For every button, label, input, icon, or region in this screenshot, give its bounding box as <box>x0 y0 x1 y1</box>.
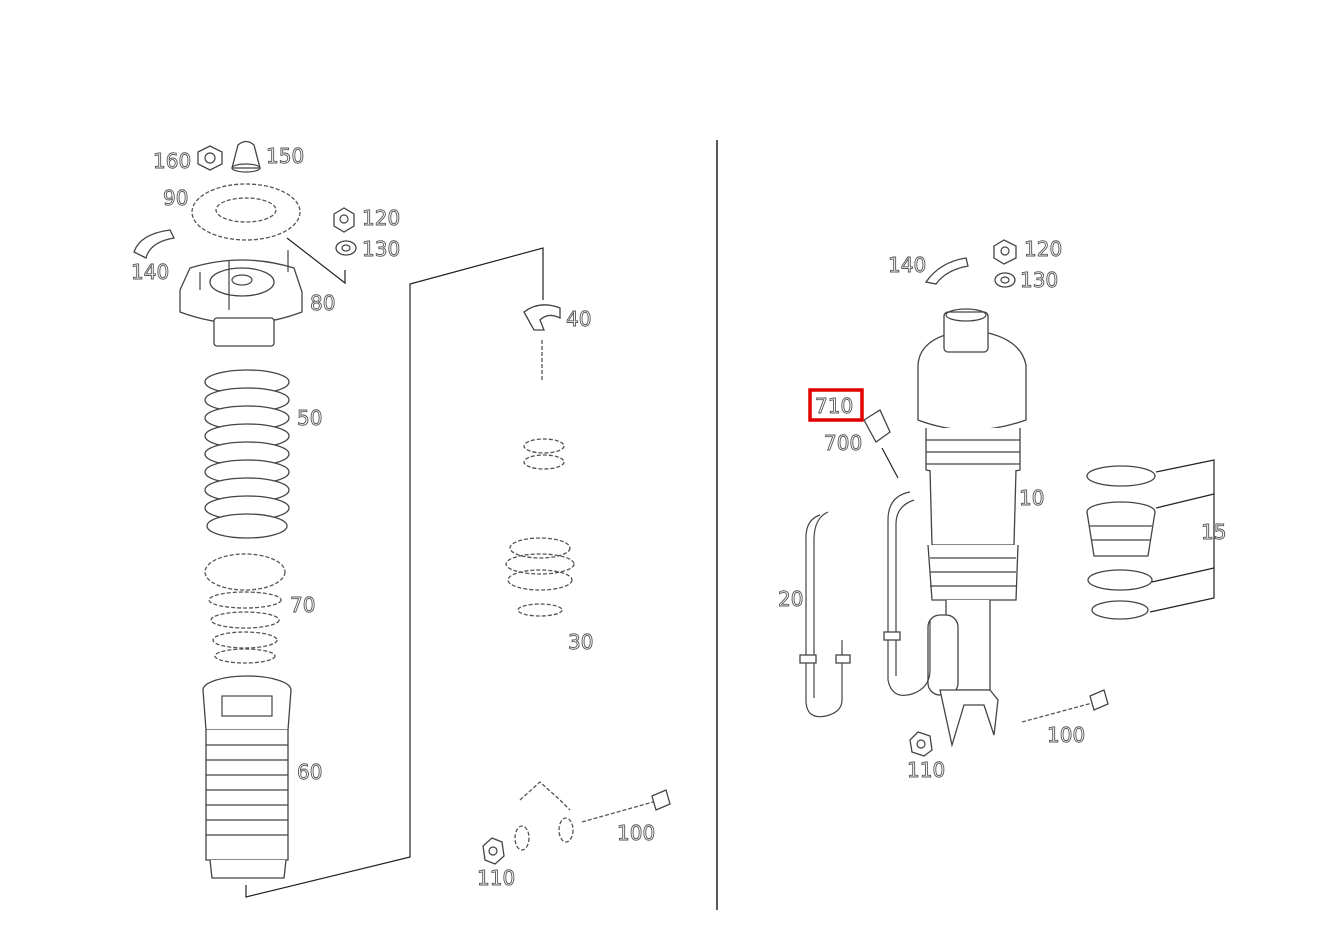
part-10-air-strut[interactable] <box>917 308 1027 748</box>
part-140-clip[interactable] <box>133 229 175 259</box>
label-110: 110 <box>477 866 515 890</box>
left-leader-bracket <box>245 247 544 898</box>
label-160: 160 <box>153 149 191 173</box>
label-90: 90 <box>163 186 188 210</box>
part-90-plate[interactable] <box>191 183 301 241</box>
label-110-right: 110 <box>907 758 945 782</box>
part-15-leader-b <box>1151 567 1215 583</box>
label-40: 40 <box>566 307 591 331</box>
label-100: 100 <box>617 821 655 845</box>
label-120-right: 120 <box>1024 237 1062 261</box>
label-120: 120 <box>362 206 400 230</box>
label-100-right: 100 <box>1047 723 1085 747</box>
part-20-line-right[interactable] <box>883 491 931 696</box>
label-130: 130 <box>362 237 400 261</box>
lower-bracket-dashed <box>514 781 574 851</box>
part-40-clip[interactable] <box>523 304 561 380</box>
part-30-bellows[interactable] <box>505 537 575 617</box>
label-60: 60 <box>297 760 322 784</box>
label-80: 80 <box>310 291 335 315</box>
label-15: 15 <box>1201 520 1226 544</box>
part-15-bracket <box>1149 459 1215 613</box>
part-130-washer-right[interactable] <box>994 272 1016 288</box>
label-20: 20 <box>778 587 803 611</box>
part-110-nut-right[interactable] <box>909 731 933 757</box>
bushing-dashed <box>523 438 565 470</box>
right-panel: 140 120 130 710 700 10 15 20 100 110 <box>778 237 1227 783</box>
part-130-washer[interactable] <box>335 240 357 256</box>
label-30: 30 <box>568 630 593 654</box>
part-100-bolt-right[interactable] <box>1021 689 1109 723</box>
part-80-top-mount[interactable] <box>179 250 303 347</box>
part-140-clip-right[interactable] <box>924 257 969 285</box>
part-15-kit[interactable] <box>1086 465 1156 620</box>
part-120-nut[interactable] <box>333 207 355 233</box>
top-mount-leader <box>286 237 346 285</box>
label-70: 70 <box>290 593 315 617</box>
highlight-box-710 <box>808 388 864 422</box>
label-710[interactable]: 710 <box>815 394 854 419</box>
part-700-sensor[interactable] <box>863 409 899 479</box>
part-60-boot[interactable] <box>202 675 292 879</box>
part-150-cap[interactable] <box>231 140 261 173</box>
part-110-nut[interactable] <box>482 837 505 865</box>
label-140-right: 140 <box>888 253 926 277</box>
part-120-nut-right[interactable] <box>993 239 1017 265</box>
part-160-nut[interactable] <box>197 145 223 171</box>
label-140: 140 <box>131 260 169 284</box>
left-panel: 160 150 90 120 130 140 80 40 50 70 30 60… <box>131 140 671 898</box>
part-20-line-left[interactable] <box>799 511 851 718</box>
part-50-spring[interactable] <box>204 369 290 539</box>
label-130-right: 130 <box>1020 268 1058 292</box>
label-10: 10 <box>1019 486 1044 510</box>
label-700: 700 <box>824 431 862 455</box>
label-150: 150 <box>266 144 304 168</box>
label-50: 50 <box>297 406 322 430</box>
part-100-bolt[interactable] <box>581 789 671 823</box>
part-70-bump-stop[interactable] <box>204 553 286 664</box>
part-15-leader-a <box>1155 493 1215 509</box>
